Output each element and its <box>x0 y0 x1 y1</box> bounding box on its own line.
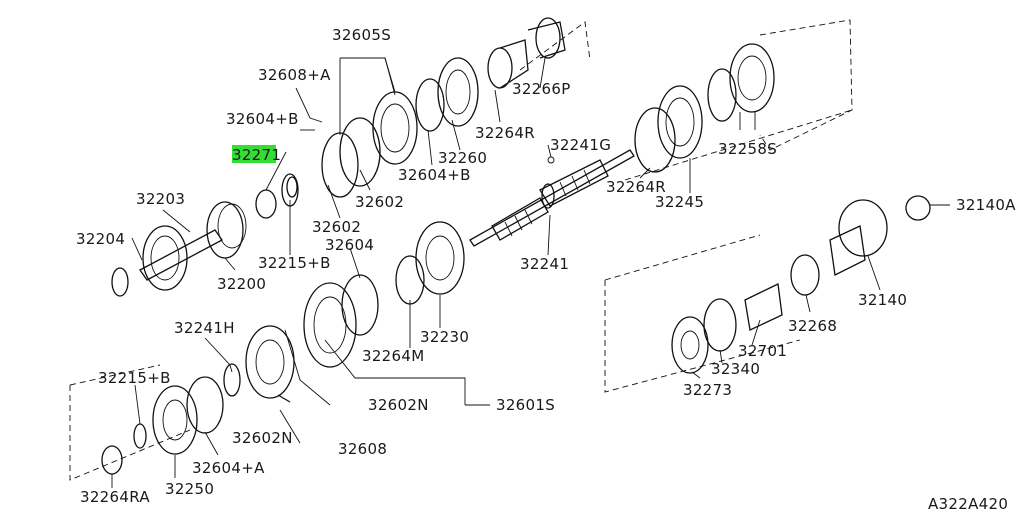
label-32140[interactable]: 32140 <box>858 291 907 309</box>
label-32264RA[interactable]: 32264RA <box>80 488 150 506</box>
label-32250[interactable]: 32250 <box>165 480 214 498</box>
main-shaft <box>469 149 635 247</box>
label-32268[interactable]: 32268 <box>788 317 837 335</box>
label-32608A[interactable]: 32608+A <box>258 66 331 84</box>
label-32273[interactable]: 32273 <box>683 381 732 399</box>
highlight-marker <box>232 145 276 163</box>
label-32200[interactable]: 32200 <box>217 275 266 293</box>
label-32701[interactable]: 32701 <box>738 342 787 360</box>
label-32266P[interactable]: 32266P <box>512 80 571 98</box>
reverse-gear-cluster <box>101 325 295 475</box>
label-32602N-lower[interactable]: 32602N <box>232 429 293 447</box>
label-32340[interactable]: 32340 <box>711 360 760 378</box>
label-32203[interactable]: 32203 <box>136 190 185 208</box>
label-32241[interactable]: 32241 <box>520 255 569 273</box>
label-32604A[interactable]: 32604+A <box>192 459 265 477</box>
label-32271[interactable]: 32271 <box>232 146 281 164</box>
label-32604B-mid[interactable]: 32604+B <box>398 166 471 184</box>
label-32245[interactable]: 32245 <box>655 193 704 211</box>
leader-lines <box>111 57 950 488</box>
label-32230[interactable]: 32230 <box>420 328 469 346</box>
label-32604[interactable]: 32604 <box>325 236 374 254</box>
group-boundary-lower-left <box>69 364 191 481</box>
label-32204[interactable]: 32204 <box>76 230 125 248</box>
label-32215B-lower[interactable]: 32215+B <box>98 369 171 387</box>
label-32215B-upper[interactable]: 32215+B <box>258 254 331 272</box>
group-boundary-lower-right <box>604 234 801 393</box>
label-32601S[interactable]: 32601S <box>496 396 555 414</box>
group-boundary-upper-right <box>519 19 853 181</box>
label-32602N-upper[interactable]: 32602N <box>368 396 429 414</box>
label-32602-right[interactable]: 32602 <box>355 193 404 211</box>
label-32264R-upper[interactable]: 32264R <box>475 124 535 142</box>
upper-gear-cluster <box>487 17 775 173</box>
label-32264R-mid[interactable]: 32264R <box>606 178 666 196</box>
label-32605S[interactable]: 32605S <box>332 26 391 44</box>
label-32260[interactable]: 32260 <box>438 149 487 167</box>
label-32608[interactable]: 32608 <box>338 440 387 458</box>
output-flange-assembly <box>671 195 931 374</box>
label-32258S[interactable]: 32258S <box>718 140 777 158</box>
label-32241G[interactable]: 32241G <box>550 136 611 154</box>
label-32604B-upper[interactable]: 32604+B <box>226 110 299 128</box>
part-labels: 32605S 32608+A 32604+B 32271 32203 32204… <box>76 26 1016 512</box>
label-32241H[interactable]: 32241H <box>174 319 235 337</box>
label-32264M[interactable]: 32264M <box>362 347 424 365</box>
label-32140A[interactable]: 32140A <box>956 196 1016 214</box>
label-32602-left[interactable]: 32602 <box>312 218 361 236</box>
diagram-reference-code: A322A420 <box>928 495 1008 512</box>
